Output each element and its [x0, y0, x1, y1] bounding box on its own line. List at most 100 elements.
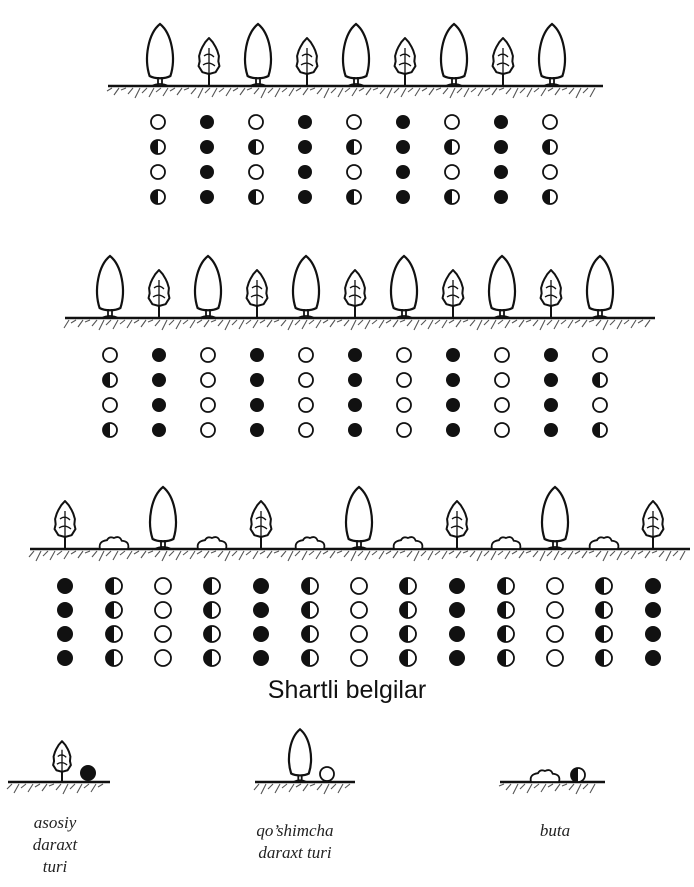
legend-title: Shartli belgilar: [0, 676, 694, 705]
secondary-tree-symbol: [495, 423, 509, 437]
main-tree-symbol: [544, 398, 558, 412]
secondary-tree-symbol: [155, 602, 171, 618]
secondary-tree-icon: [251, 501, 272, 549]
secondary-tree-symbol: [155, 626, 171, 642]
main-tree-symbol: [152, 423, 166, 437]
shrub-icon: [492, 537, 521, 549]
main-tree-symbol: [57, 578, 73, 594]
main-tree-symbol: [494, 115, 508, 129]
secondary-tree-icon: [541, 270, 562, 318]
legend-label-secondary-tree: qo’shimcha daraxt turi: [225, 820, 365, 864]
shrub-symbol: [103, 423, 117, 437]
shrub-symbol: [204, 578, 220, 594]
shrub-symbol: [249, 140, 263, 154]
main-tree-symbol: [494, 165, 508, 179]
main-tree-icon: [539, 24, 565, 86]
main-tree-symbol: [348, 373, 362, 387]
shrub-icon: [296, 537, 325, 549]
main-tree-symbol: [152, 373, 166, 387]
main-tree-symbol: [446, 398, 460, 412]
secondary-tree-icon: [643, 501, 664, 549]
planting-scheme-3: [29, 487, 690, 666]
shrub-symbol: [103, 373, 117, 387]
shrub-symbol: [347, 140, 361, 154]
main-tree-icon: [245, 24, 271, 86]
main-tree-symbol: [250, 373, 264, 387]
main-tree-symbol: [152, 398, 166, 412]
shrub-symbol: [347, 190, 361, 204]
secondary-tree-symbol: [201, 423, 215, 437]
main-tree-symbol: [348, 423, 362, 437]
secondary-tree-symbol: [445, 115, 459, 129]
shrub-symbol: [151, 140, 165, 154]
main-tree-symbol: [348, 398, 362, 412]
secondary-tree-symbol: [593, 348, 607, 362]
shrub-icon: [590, 537, 619, 549]
secondary-tree-symbol: [347, 165, 361, 179]
secondary-tree-icon: [55, 501, 76, 549]
main-tree-symbol: [253, 578, 269, 594]
main-tree-icon: [97, 256, 123, 318]
main-tree-symbol: [200, 115, 214, 129]
shrub-symbol: [302, 602, 318, 618]
shrub-icon: [198, 537, 227, 549]
main-tree-symbol: [250, 423, 264, 437]
shrub-symbol: [445, 140, 459, 154]
secondary-tree-symbol: [201, 398, 215, 412]
main-tree-icon: [150, 487, 176, 549]
main-tree-symbol: [200, 190, 214, 204]
shrub-symbol: [498, 626, 514, 642]
shrub-symbol: [445, 190, 459, 204]
main-tree-symbol: [253, 602, 269, 618]
shrub-icon: [100, 537, 129, 549]
secondary-tree-symbol: [103, 348, 117, 362]
secondary-tree-symbol: [543, 165, 557, 179]
main-tree-icon: [489, 256, 515, 318]
main-tree-symbol: [645, 578, 661, 594]
shrub-symbol: [106, 578, 122, 594]
main-tree-symbol: [298, 190, 312, 204]
main-tree-symbol: [396, 115, 410, 129]
main-tree-icon: [147, 24, 173, 86]
main-tree-icon: [346, 487, 372, 549]
shrub-symbol: [596, 626, 612, 642]
shrub-symbol: [400, 626, 416, 642]
main-tree-symbol: [446, 423, 460, 437]
secondary-tree-symbol: [299, 398, 313, 412]
main-tree-symbol: [396, 190, 410, 204]
legend-shrub-icon: [499, 768, 605, 794]
shrub-symbol: [543, 140, 557, 154]
main-tree-symbol: [645, 602, 661, 618]
main-tree-symbol: [494, 190, 508, 204]
main-tree-symbol: [544, 373, 558, 387]
main-tree-icon: [391, 256, 417, 318]
shrub-symbol: [302, 578, 318, 594]
secondary-tree-symbol: [155, 578, 171, 594]
secondary-tree-symbol: [351, 602, 367, 618]
main-tree-icon: [587, 256, 613, 318]
shrub-symbol: [106, 602, 122, 618]
secondary-tree-icon: [443, 270, 464, 318]
secondary-tree-symbol: [299, 348, 313, 362]
shrub-symbol: [498, 650, 514, 666]
main-tree-symbol: [446, 373, 460, 387]
main-tree-icon: [542, 487, 568, 549]
secondary-tree-icon: [247, 270, 268, 318]
main-tree-symbol: [494, 140, 508, 154]
main-tree-symbol: [152, 348, 166, 362]
shrub-symbol: [498, 602, 514, 618]
shrub-symbol: [593, 373, 607, 387]
main-tree-symbol: [449, 650, 465, 666]
legend: [7, 729, 605, 794]
main-tree-symbol: [298, 165, 312, 179]
legend-main-tree-icon: [7, 741, 110, 794]
secondary-tree-symbol: [593, 398, 607, 412]
secondary-tree-symbol: [547, 650, 563, 666]
shrub-icon: [394, 537, 423, 549]
secondary-tree-symbol: [155, 650, 171, 666]
legend-label-main-tree: asosiy daraxt turi: [10, 812, 100, 878]
main-tree-symbol: [544, 423, 558, 437]
secondary-tree-symbol: [201, 348, 215, 362]
main-tree-icon: [293, 256, 319, 318]
legend-secondary-tree-icon: [254, 729, 355, 794]
